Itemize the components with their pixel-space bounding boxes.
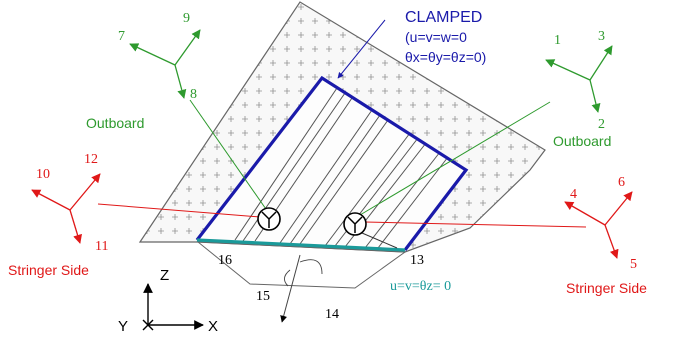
gauge-label-8: 8 [190,87,197,102]
gauge-left-red [31,173,101,244]
gauge-label-5: 5 [630,257,637,272]
outboard-label-right: Outboard [553,133,611,149]
clamped-rotation: θx=θy=θz=0) [405,49,486,65]
gauge-right-red [564,191,633,259]
gauge-label-3: 3 [598,29,605,44]
rosette-right [343,212,367,236]
stringer-side-label-right: Stringer Side [566,280,647,296]
stringer-side-label-left: Stringer Side [8,262,89,278]
support-label-16: 16 [218,253,232,268]
gauge-label-1: 1 [554,33,561,48]
gauge-label-10: 10 [36,167,50,182]
gauge-right-green [545,45,613,113]
clamped-title: CLAMPED [405,9,482,26]
gauge-label-2: 2 [598,117,605,132]
support-label-15: 15 [256,289,270,304]
clamped-condition: (u=v=w=0 [405,29,467,45]
rosette-left [257,207,281,231]
axis-z-label: Z [160,267,169,284]
gauge-left-green [129,29,201,99]
gauge-label-7: 7 [118,29,125,44]
gauge-label-4: 4 [570,187,577,202]
axis-x-label: X [208,318,218,335]
gauge-label-9: 9 [183,11,190,26]
outboard-label-left: Outboard [86,115,144,131]
gauge-label-12: 12 [84,152,98,167]
bottom-boundary-label: u=v=θz= 0 [390,279,451,294]
coordinate-axes [142,283,204,331]
clamped-boundary [195,75,469,251]
support-label-14: 14 [325,307,339,322]
gauge-label-11: 11 [95,239,108,254]
axis-y-label: Y [118,318,128,335]
gauge-label-6: 6 [618,175,625,190]
support-label-13: 13 [410,253,424,268]
bottom-boundary [196,238,406,252]
